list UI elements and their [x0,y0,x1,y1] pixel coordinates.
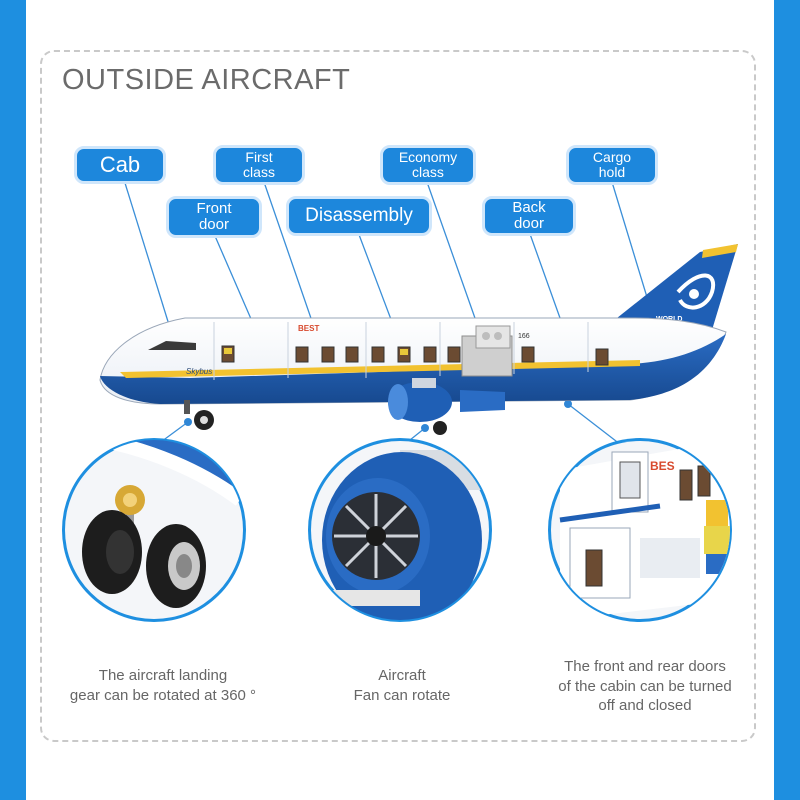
label-economy-class: Economy class [380,145,476,185]
number-text: 166 [518,333,530,340]
page-title: OUTSIDE AIRCRAFT [62,64,351,96]
label-front-door: Front door [166,196,262,238]
leader-lines [124,181,661,451]
caption-fan: Aircraft Fan can rotate [353,667,451,704]
svg-text:BES: BES [650,459,675,473]
tail-fin [612,244,738,330]
fuselage-belly [100,334,726,404]
label-cab: Cab [74,146,166,184]
dashed-frame [40,50,756,742]
label-back-door: Back door [482,196,576,236]
detached-section [461,325,513,377]
label-first-class: First class [213,145,305,185]
label-disassembly: Disassembly [286,196,432,236]
caption-landing-gear: The aircraft landing gear can be rotated… [69,667,257,704]
caption-doors: The front and rear doors of the cabin ca… [558,658,732,714]
label-cargo-hold: Cargo hold [566,145,658,185]
model-text: Skybus [186,367,212,376]
brand-text: BEST [298,324,319,333]
